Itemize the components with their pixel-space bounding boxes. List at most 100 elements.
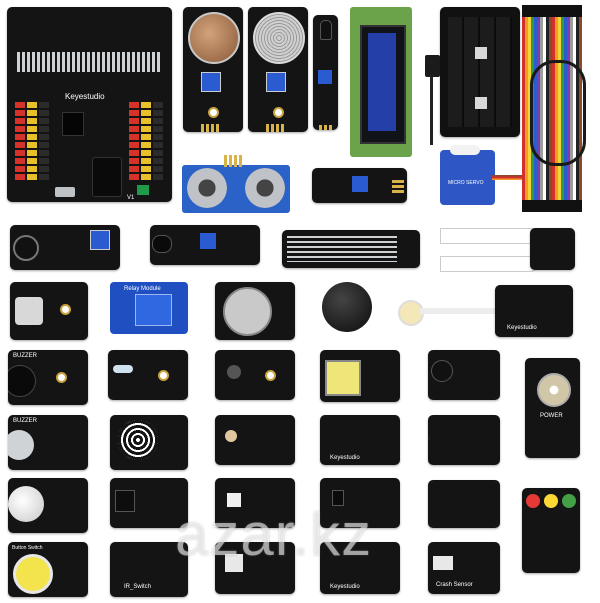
ir-label: IR_Switch	[124, 584, 152, 590]
crash-sensor-module: Crash Sensor	[428, 542, 500, 594]
passive-buzzer	[8, 430, 34, 460]
dc-plug	[425, 55, 440, 77]
battery-contact	[475, 47, 487, 59]
button-label: Button Switch	[12, 545, 43, 551]
wire-connectors-top	[522, 5, 582, 17]
yellow-button-2	[13, 554, 53, 594]
joystick-cap	[322, 282, 372, 332]
battery-contact-2	[475, 97, 487, 109]
pin-header	[224, 155, 242, 167]
mount-hole	[60, 304, 71, 315]
lcd-1602-module	[350, 7, 412, 157]
soil-moisture-sensor	[440, 228, 575, 272]
yellow-button	[325, 360, 361, 396]
potentiometer	[200, 233, 216, 249]
potentiometer	[90, 230, 110, 250]
pin-header	[201, 124, 219, 132]
black-header-right	[153, 102, 163, 182]
mq-sensor-cap	[188, 12, 240, 64]
mic-capsule	[431, 360, 453, 382]
ir-receiver-module: Keyestudio	[320, 542, 400, 594]
big-button-module-2: Button Switch	[8, 542, 88, 597]
micro-servo: MICRO SERVO	[440, 145, 495, 205]
potentiometer	[318, 70, 332, 84]
line-tracking-module	[428, 480, 500, 528]
tilt-switch	[115, 490, 135, 512]
high-power-led-module: POWER	[525, 358, 580, 458]
potentiometer	[266, 72, 286, 92]
servo-label: MICRO SERVO	[448, 180, 484, 186]
potentiometer	[201, 72, 221, 92]
mount-hole	[265, 370, 276, 381]
red-header-right	[129, 102, 139, 182]
transducer-left	[187, 168, 227, 208]
lcd-screen	[360, 25, 406, 144]
crash-label: Crash Sensor	[436, 582, 473, 588]
pin-header	[319, 125, 332, 130]
traffic-light-module	[522, 488, 580, 573]
gas-sensor-1	[183, 7, 243, 132]
ir-obstacle-sensor	[150, 225, 260, 265]
potentiometer-module	[10, 282, 88, 340]
small-module-row1	[312, 168, 407, 203]
led	[227, 365, 241, 379]
pir-module	[8, 478, 88, 533]
ldr	[225, 430, 237, 442]
module-brand: Keyestudio	[507, 325, 537, 331]
red-header-left	[15, 102, 25, 182]
mount-hole	[158, 370, 169, 381]
usb-cable	[530, 60, 586, 166]
dc-jack	[92, 157, 122, 197]
mount-hole	[208, 107, 219, 118]
buzzer-label: BUZZER	[13, 353, 37, 359]
mount-hole	[56, 372, 67, 383]
rotary-knob	[15, 297, 43, 325]
hall-sensor	[332, 490, 344, 506]
watermark: azar.kz	[175, 501, 373, 568]
reed-switch-module	[108, 350, 188, 400]
relay-label: Relay Module	[124, 286, 161, 292]
red-led	[526, 494, 540, 508]
shield-brand-label: Keyestudio	[65, 92, 105, 101]
hall-sensor-module	[320, 478, 400, 528]
rgb-led-module	[215, 478, 295, 528]
mount-hole	[273, 107, 284, 118]
buzzer-module: BUZZER	[8, 350, 88, 405]
joystick-module	[215, 282, 295, 340]
sound-sensor	[10, 225, 120, 270]
ir-switch-module: IR_Switch	[110, 542, 188, 597]
joystick	[223, 287, 272, 336]
sensor-traces	[287, 236, 397, 262]
flame-sensor	[313, 15, 338, 130]
yellow-led	[544, 494, 558, 508]
ir-emitter	[152, 235, 172, 253]
mq-sensor-mesh	[253, 12, 305, 64]
servo-horn	[450, 145, 480, 155]
battery-cable	[430, 75, 433, 145]
microphone-module	[428, 350, 500, 400]
power-led	[537, 373, 571, 407]
sensor-chip	[225, 554, 243, 572]
microphone	[13, 235, 39, 261]
pressure-module: Keyestudio	[495, 285, 573, 337]
module-brand-2: Keyestudio	[330, 455, 360, 461]
battery-slots	[448, 17, 512, 127]
yellow-header-left	[27, 102, 37, 182]
ir-led	[320, 20, 332, 40]
chip	[62, 112, 84, 136]
photoresistor-module	[215, 415, 295, 465]
black-header-left	[39, 102, 49, 182]
passive-buzzer-module: BUZZER	[8, 415, 88, 470]
buzzer-label-2: BUZZER	[13, 418, 37, 424]
capacitive-module	[215, 542, 295, 594]
green-jumper	[137, 185, 149, 195]
green-led	[562, 494, 576, 508]
big-button-module-1	[320, 350, 400, 402]
pir-dome	[8, 486, 44, 522]
relay-module: Relay Module	[110, 282, 188, 334]
buzzer	[8, 365, 36, 397]
pin-header	[392, 180, 404, 193]
touch-module: Keyestudio	[320, 415, 400, 465]
tilt-module	[110, 478, 188, 528]
